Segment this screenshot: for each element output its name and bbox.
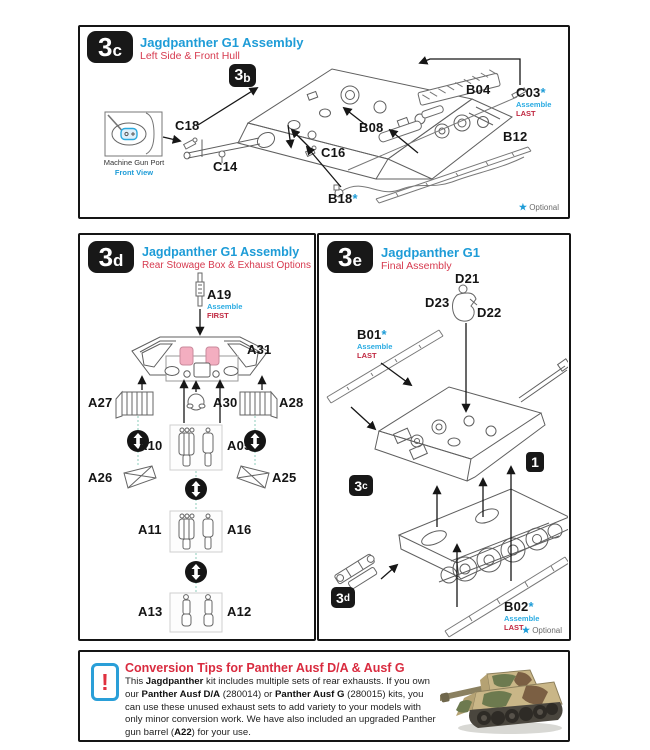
part-label-a13: A13 <box>138 604 163 619</box>
part-label-c14: C14 <box>213 159 238 174</box>
part-label-c16: C16 <box>321 145 346 160</box>
part-label-a26: A26 <box>88 470 113 485</box>
part-label-a31: A31 <box>247 342 272 357</box>
part-label-a19: A19 <box>207 287 232 302</box>
step-letter: c <box>112 41 122 60</box>
part-label-b02: B02* <box>504 599 534 614</box>
part-label-b08: B08 <box>359 120 384 135</box>
panel-title: Jagdpanther G1 Assembly <box>140 35 304 50</box>
part-label-d22: D22 <box>477 305 502 320</box>
part-label-a10: A10 <box>138 438 163 453</box>
part-label-b01: B01* <box>357 327 387 342</box>
part-label-b12: B12 <box>503 129 528 144</box>
part-label-a28: A28 <box>279 395 304 410</box>
tips-heading: Conversion Tips for Panther Ausf D/A & A… <box>125 661 405 675</box>
alert-icon: ! <box>91 663 119 701</box>
panther-tank-photo <box>440 669 563 734</box>
part-label-a30: A30 <box>213 395 238 410</box>
part-label-d21: D21 <box>455 271 480 286</box>
part-label-a25: A25 <box>272 470 297 485</box>
part-label-a12: A12 <box>227 604 252 619</box>
part-label-a05: A05 <box>227 438 252 453</box>
part-label-c18: C18 <box>175 118 200 133</box>
panel-subtitle: Left Side & Front Hull <box>140 50 240 62</box>
conversion-tips-panel: ! .bang{left:11px;top:11px;} Conversion … <box>78 650 570 742</box>
optional-legend: ★ Optional <box>521 625 562 635</box>
panel-subtitle: Rear Stowage Box & Exhaust Options <box>142 260 311 271</box>
option-choice-icon <box>185 561 207 583</box>
part-ref-a22: A22 <box>174 727 192 739</box>
inset-caption: Machine Gun Port <box>103 158 165 167</box>
ref-badge-1: 1 <box>526 452 544 472</box>
step-number: 3 <box>98 32 113 62</box>
panel-title: Jagdpanther G1 <box>381 245 480 260</box>
option-choice-icon <box>185 478 207 500</box>
exhaust-options-line-art <box>115 272 278 633</box>
part-label-d23: D23 <box>425 295 450 310</box>
part-label-a27: A27 <box>88 395 113 410</box>
part-label-b04: B04 <box>466 82 491 97</box>
part-label-a11: A11 <box>138 522 162 537</box>
inset-view-label: Front View <box>114 168 154 177</box>
tips-paragraph: This Jagdpanther kit includes multiple s… <box>125 676 436 739</box>
part-label-c03: C03* <box>516 85 546 100</box>
part-label-b18: B18* <box>328 191 358 206</box>
panel-title: Jagdpanther G1 Assembly <box>142 245 300 259</box>
optional-legend: ★ Optional <box>518 202 559 212</box>
panel-subtitle: Final Assembly <box>381 260 452 272</box>
part-label-a16: A16 <box>227 522 252 537</box>
